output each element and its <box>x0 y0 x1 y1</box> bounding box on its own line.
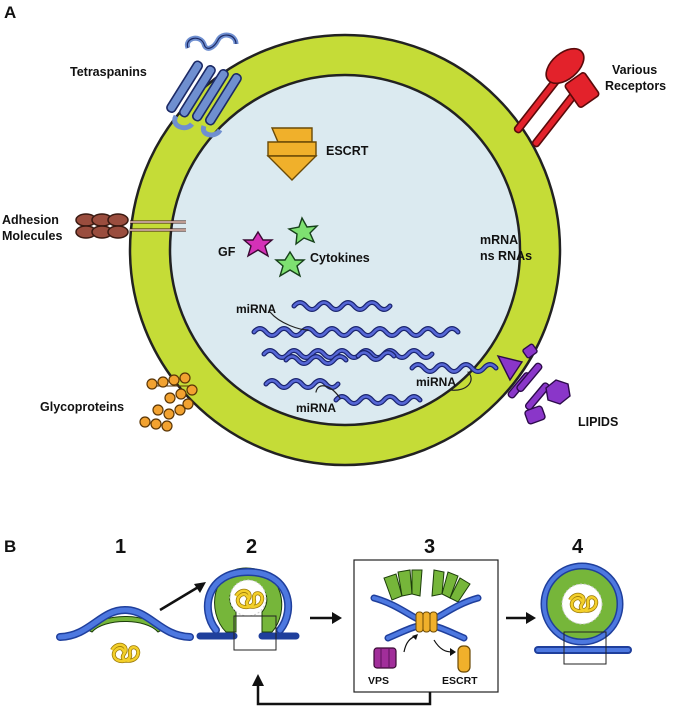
ns-rnas-label: ns RNAs <box>480 249 532 263</box>
glycoprotein-icon <box>139 372 198 432</box>
cytokine-star-icon <box>274 250 306 278</box>
glycoproteins-label: Glycoproteins <box>40 400 124 414</box>
mirna-label: miRNA <box>416 375 456 389</box>
arrow-icon <box>159 582 206 612</box>
lipids-label: LIPIDS <box>578 415 618 429</box>
step-3-illustration: VPS ESCRT <box>353 559 499 693</box>
step-2-illustration <box>196 567 300 651</box>
receptor-icon <box>513 47 600 148</box>
arrow-icon <box>506 612 536 624</box>
various-label-2: Receptors <box>605 79 666 93</box>
arrow-icon <box>310 612 342 624</box>
escrt-subunit-icon <box>457 645 471 673</box>
escrt-label: ESCRT <box>442 675 478 687</box>
adhesion-molecule-icon <box>75 213 186 239</box>
adhesion-label-2: Molecules <box>2 229 62 243</box>
gf-star-icon <box>242 230 274 258</box>
lipid-icon <box>496 343 571 425</box>
step-label: 1 <box>115 536 126 558</box>
panel-a: A Tetraspanins Various Receptors <box>2 3 666 467</box>
mirna-label: miRNA <box>236 302 276 316</box>
cytokines-label: Cytokines <box>310 251 370 265</box>
vps-label: VPS <box>368 675 389 687</box>
panel-b: B 1 2 3 4 <box>4 536 632 706</box>
mirna-label: miRNA <box>296 401 336 415</box>
panel-a-letter: A <box>4 3 16 22</box>
adhesion-label-1: Adhesion <box>2 213 59 227</box>
gf-label: GF <box>218 245 236 259</box>
return-arrow-icon <box>252 674 432 706</box>
escrt-icon <box>266 127 318 181</box>
various-label-1: Various <box>612 63 657 77</box>
step-label: 2 <box>246 536 257 558</box>
vps-icon <box>373 647 397 669</box>
mrna-label: mRNA <box>480 233 518 247</box>
step-label: 3 <box>424 536 435 558</box>
step-label: 4 <box>572 536 584 558</box>
tetraspanin-icon <box>166 32 242 138</box>
step-4-illustration <box>534 562 632 665</box>
vesicle-lumen <box>168 73 522 427</box>
cytokine-star-icon <box>287 216 319 246</box>
rna-strands <box>251 300 499 406</box>
panel-b-letter: B <box>4 537 16 556</box>
step-1-illustration <box>56 605 194 663</box>
escrt-label: ESCRT <box>326 144 369 158</box>
tetraspanins-label: Tetraspanins <box>70 65 147 79</box>
